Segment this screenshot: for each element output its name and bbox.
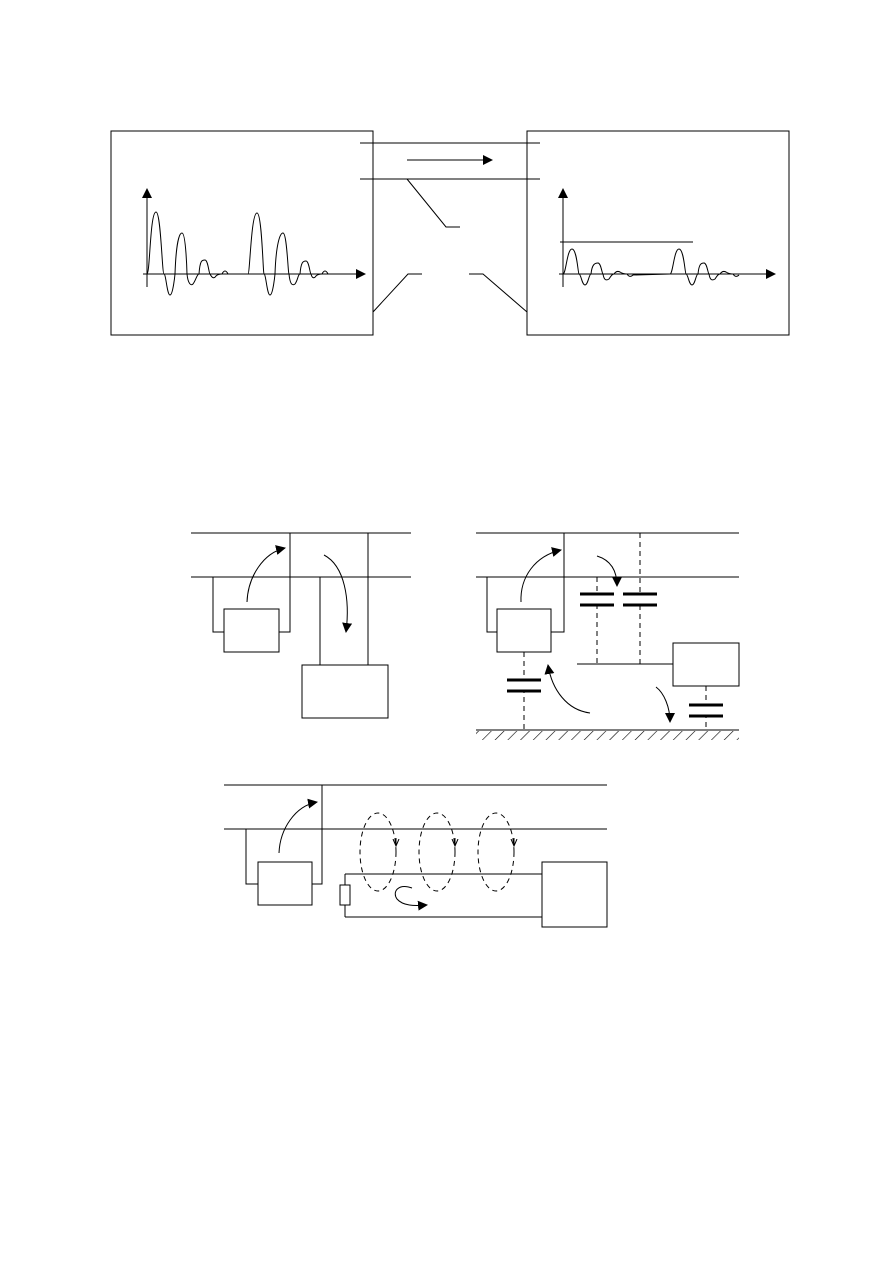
source-device-box	[223, 608, 280, 653]
output-spectrum-plot	[558, 188, 776, 287]
input-spectrum-box	[110, 130, 374, 336]
magnetic-flux-loop-2	[418, 812, 456, 892]
source-left-lead	[212, 577, 224, 633]
filter-spectrum-diagram	[110, 130, 790, 336]
coupled-current-arrow	[323, 554, 353, 633]
upper-leader-line	[406, 178, 460, 228]
induced-current-arrow	[394, 886, 428, 911]
output-waveform	[562, 248, 740, 286]
ground-return-arrow-down	[655, 686, 675, 723]
load-resistor	[339, 884, 351, 906]
source-left-lead	[245, 829, 258, 885]
victim-device-box	[672, 642, 740, 687]
capacitive-current-arrow	[596, 555, 622, 587]
source-current-arrow	[520, 547, 562, 603]
left-leader-line	[372, 273, 422, 313]
conductive-coupling-diagram	[191, 532, 411, 719]
source-device-box	[257, 861, 313, 906]
input-waveform	[146, 211, 329, 296]
source-right-lead	[279, 533, 291, 633]
source-right-lead	[551, 533, 565, 633]
source-right-lead	[312, 785, 323, 885]
source-left-lead	[486, 577, 497, 633]
ground-return-arrow-up	[544, 664, 591, 714]
inductive-coupling-diagram	[224, 784, 608, 928]
source-current-arrow	[278, 798, 318, 854]
right-leader-line	[469, 273, 528, 313]
output-spectrum-box	[526, 130, 790, 336]
input-spectrum-plot	[142, 188, 366, 296]
magnetic-flux-loop-3	[477, 812, 515, 892]
capacitive-coupling-diagram	[476, 532, 740, 740]
source-device-box	[496, 608, 552, 653]
victim-device-box	[301, 664, 389, 719]
victim-device-box	[541, 861, 608, 928]
magnetic-flux-loop-1	[359, 812, 397, 892]
source-current-arrow	[246, 545, 286, 603]
ground-hatch	[476, 731, 739, 740]
